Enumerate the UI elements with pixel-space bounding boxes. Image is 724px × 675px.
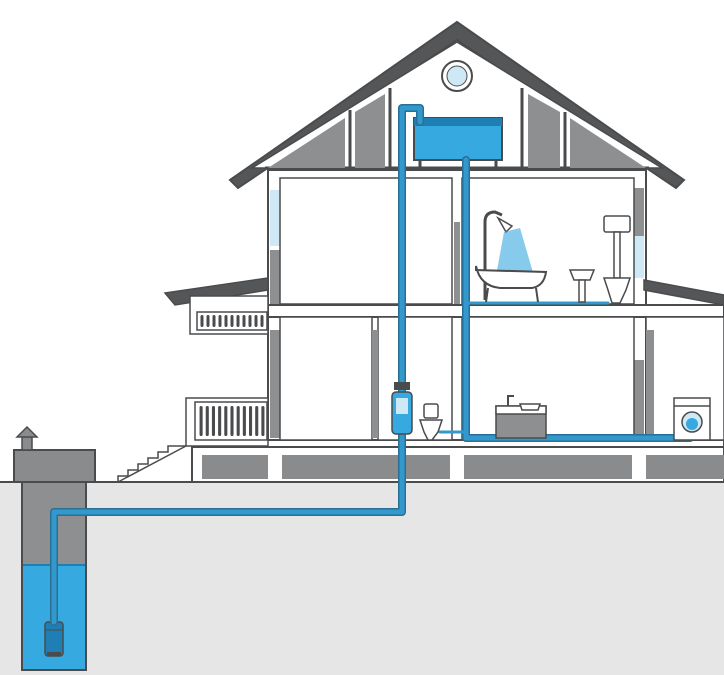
baluster xyxy=(224,406,228,436)
baluster xyxy=(218,406,222,436)
baluster xyxy=(261,406,265,436)
well-vent-icon xyxy=(15,425,39,451)
baluster xyxy=(230,315,234,327)
baluster xyxy=(236,315,240,327)
foundation xyxy=(191,444,724,483)
balcony-balustrade xyxy=(196,311,268,331)
baluster xyxy=(242,406,246,436)
baluster xyxy=(254,315,258,327)
baluster xyxy=(248,315,252,327)
ground-floor-toilet-icon xyxy=(418,403,444,441)
baluster xyxy=(199,406,203,436)
attic-window-icon xyxy=(441,60,473,92)
baluster xyxy=(260,315,264,327)
bathtub-icon xyxy=(475,265,548,303)
submersible-pump-icon xyxy=(44,621,64,657)
stairs xyxy=(117,445,187,483)
washbasin-icon xyxy=(568,269,596,303)
baluster xyxy=(211,406,215,436)
well-cap xyxy=(13,449,96,483)
toilet-icon xyxy=(602,215,632,304)
baluster xyxy=(200,315,204,327)
water-filter-icon xyxy=(391,382,413,435)
baluster xyxy=(242,315,246,327)
washing-machine-icon xyxy=(673,397,711,441)
baluster xyxy=(206,315,210,327)
baluster xyxy=(205,406,209,436)
baluster xyxy=(224,315,228,327)
water-pipes xyxy=(50,104,694,626)
kitchen-sink-icon xyxy=(495,395,547,439)
baluster xyxy=(218,315,222,327)
baluster xyxy=(236,406,240,436)
left-balcony xyxy=(117,277,269,483)
baluster xyxy=(255,406,259,436)
baluster xyxy=(230,406,234,436)
baluster xyxy=(249,406,253,436)
storage-tank-icon xyxy=(413,117,503,168)
baluster xyxy=(212,315,216,327)
shower-head-icon xyxy=(483,210,534,300)
roof xyxy=(228,20,686,190)
porch-balustrade xyxy=(194,401,268,441)
house-body xyxy=(191,169,724,448)
